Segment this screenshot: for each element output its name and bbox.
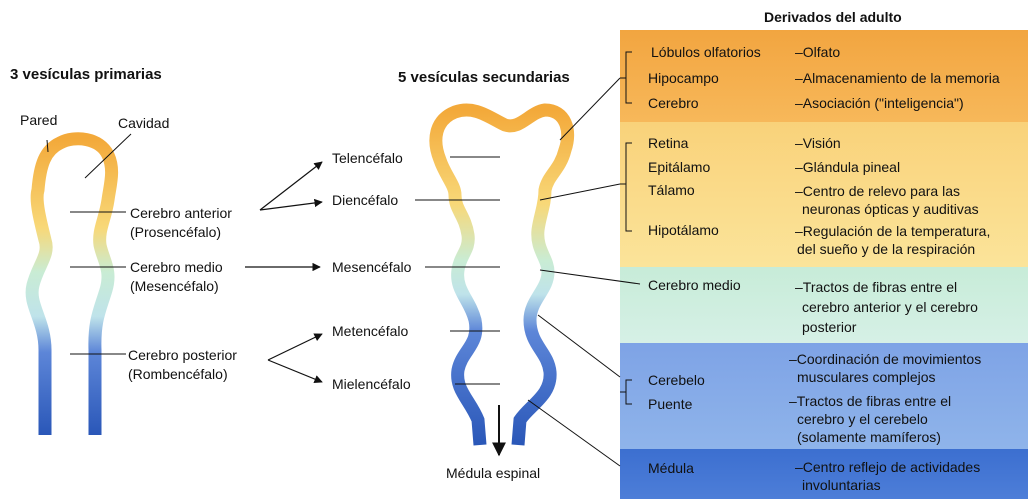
myelencephalon-label: Mielencéfalo (332, 376, 411, 392)
reflex-line-2: involuntarias (795, 476, 980, 494)
midbrain-label: Cerebro medio (Mesencéfalo) (130, 258, 223, 296)
table-structure-thalamus: Tálamo (648, 182, 695, 198)
table-function-association: –Asociación ("inteligencia") (795, 95, 964, 111)
table-structure-hippocampus: Hipocampo (648, 70, 719, 86)
coordination-line-1: –Coordinación de movimientos (789, 350, 981, 368)
table-function-olfaction: –Olfato (795, 44, 840, 60)
relay-line-1: –Centro de relevo para las (795, 182, 979, 200)
table-function-pons-tracts: –Tractos de fibras entre el cerebro y el… (789, 392, 951, 446)
table-structure-pons: Puente (648, 396, 692, 412)
table-function-regulation: –Regulación de la temperatura, del sueño… (795, 222, 990, 258)
diencephalon-label: Diencéfalo (332, 192, 398, 208)
primary-leader-lines (47, 134, 131, 354)
hindbrain-name: Cerebro posterior (128, 346, 237, 365)
hindbrain-term: (Rombencéfalo) (128, 365, 237, 384)
table-function-memory: –Almacenamiento de la memoria (795, 70, 1000, 86)
telencephalon-label: Telencéfalo (332, 150, 403, 166)
table-structure-cerebrum: Cerebro (648, 95, 699, 111)
transition-arrows (245, 162, 322, 382)
forebrain-term: (Prosencéfalo) (130, 223, 232, 242)
mesencephalon-label: Mesencéfalo (332, 259, 411, 275)
wall-label: Pared (20, 112, 57, 128)
midbrain-name: Cerebro medio (130, 258, 223, 277)
reflex-line-1: –Centro reflejo de actividades (795, 458, 980, 476)
pons-tracts-line-3: (solamente mamíferos) (789, 428, 951, 446)
fiber-tracts-line-1: –Tractos de fibras entre el (795, 277, 978, 297)
table-function-reflex: –Centro reflejo de actividades involunta… (795, 458, 980, 494)
table-structure-medulla: Médula (648, 460, 694, 476)
forebrain-name: Cerebro anterior (130, 204, 232, 223)
table-structure-midbrain: Cerebro medio (648, 277, 741, 293)
table-structure-epithalamus: Epitálamo (648, 159, 710, 175)
cavity-label: Cavidad (118, 115, 169, 131)
forebrain-label: Cerebro anterior (Prosencéfalo) (130, 204, 232, 242)
table-structure-cerebellum: Cerebelo (648, 372, 705, 388)
spinal-cord-label: Médula espinal (446, 465, 540, 481)
midbrain-term: (Mesencéfalo) (130, 277, 223, 296)
hindbrain-label: Cerebro posterior (Rombencéfalo) (128, 346, 237, 384)
pons-tracts-line-2: cerebro y el cerebelo (789, 410, 951, 428)
pons-tracts-line-1: –Tractos de fibras entre el (789, 392, 951, 410)
table-function-relay: –Centro de relevo para las neuronas ópti… (795, 182, 979, 218)
table-structure-olfactory: Lóbulos olfatorios (651, 44, 761, 60)
fiber-tracts-line-2: cerebro anterior y el cerebro (795, 297, 978, 317)
table-function-pineal: –Glándula pineal (795, 159, 900, 175)
primary-neural-tube (32, 139, 112, 435)
coordination-line-2: musculares complejos (789, 368, 981, 386)
table-structure-hypothalamus: Hipotálamo (648, 222, 719, 238)
table-function-vision: –Visión (795, 135, 841, 151)
metencephalon-label: Metencéfalo (332, 323, 408, 339)
secondary-neural-tube (436, 110, 568, 445)
regulation-line-2: del sueño y de la respiración (795, 240, 990, 258)
fiber-tracts-line-3: posterior (795, 317, 978, 337)
relay-line-2: neuronas ópticas y auditivas (795, 200, 979, 218)
table-brackets (620, 52, 632, 404)
table-function-fiber-tracts: –Tractos de fibras entre el cerebro ante… (795, 277, 978, 337)
table-function-coordination: –Coordinación de movimientos musculares … (789, 350, 981, 386)
regulation-line-1: –Regulación de la temperatura, (795, 222, 990, 240)
table-structure-retina: Retina (648, 135, 688, 151)
